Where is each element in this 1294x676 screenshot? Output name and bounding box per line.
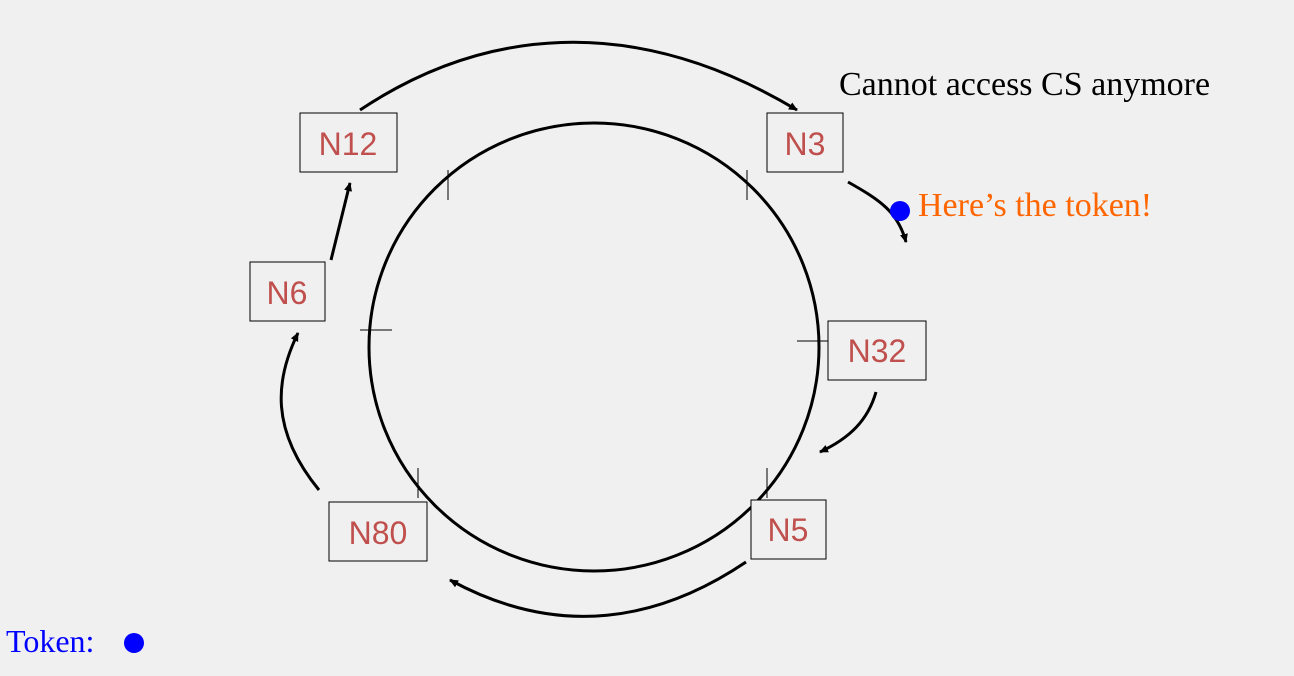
node-n5: N5 xyxy=(750,499,827,560)
token-legend-label: Token: xyxy=(6,623,94,659)
ring-ticks xyxy=(360,170,830,498)
node-box xyxy=(750,499,827,560)
token-message: Here’s the token! xyxy=(918,187,1152,224)
node-box xyxy=(827,320,927,381)
node-box xyxy=(766,112,844,173)
node-label: N80 xyxy=(349,515,408,551)
cs-message: Cannot access CS anymore xyxy=(839,66,1210,103)
node-n32: N32 xyxy=(827,320,927,381)
token-legend-icon xyxy=(124,633,144,653)
arrow-n6-to-n12 xyxy=(329,182,352,261)
arrow-n12-to-n3 xyxy=(359,40,798,112)
node-n6: N6 xyxy=(249,261,326,322)
node-label: N3 xyxy=(785,126,826,162)
node-box xyxy=(249,261,326,322)
arrow-n80-to-n6 xyxy=(279,332,321,491)
node-box xyxy=(328,501,428,562)
node-n12: N12 xyxy=(299,112,398,173)
node-box xyxy=(299,112,398,173)
token-dot xyxy=(890,201,910,221)
ring-arrows xyxy=(279,40,908,618)
arrow-n3-to-next xyxy=(847,180,908,243)
node-n80: N80 xyxy=(328,501,428,562)
arrow-n5-to-n80 xyxy=(449,560,747,618)
node-label: N12 xyxy=(319,126,378,162)
node-label: N32 xyxy=(848,333,907,369)
arrow-n32-to-n5 xyxy=(819,391,878,454)
node-label: N6 xyxy=(267,275,308,311)
ring-circle xyxy=(367,121,821,573)
node-n3: N3 xyxy=(766,112,844,173)
node-label: N5 xyxy=(768,512,809,548)
